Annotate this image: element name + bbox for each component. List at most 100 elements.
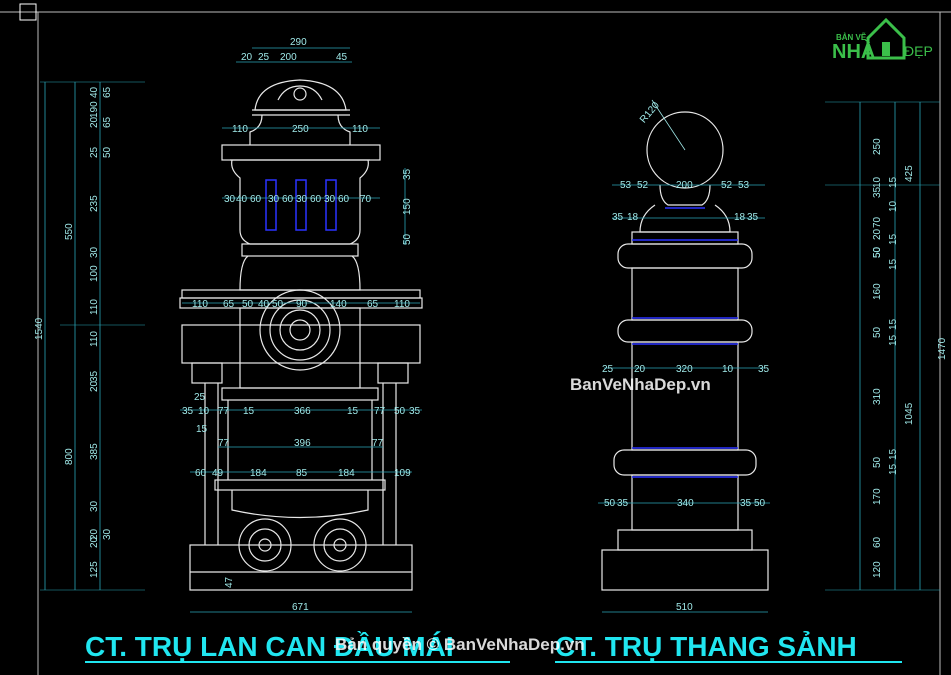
dimension-label: 35 — [182, 406, 194, 417]
dimension-label: 60 — [310, 194, 322, 205]
dimension-label: 1045 — [904, 402, 915, 425]
dimension-label: 1540 — [34, 317, 45, 340]
dimension-label: 110 — [192, 299, 208, 310]
dimension-label: 320 — [676, 364, 693, 375]
dimension-label: 110 — [232, 124, 248, 135]
dimension-label: 20 — [872, 228, 883, 240]
dimension-label: 140 — [330, 299, 347, 310]
dimension-label: 15 — [888, 176, 899, 188]
dimension-label: 25 — [258, 52, 270, 63]
dimension-label: 35 — [740, 498, 752, 509]
dimension-label: 65 — [102, 116, 113, 128]
ucs-cursor-icon[interactable] — [19, 3, 37, 21]
dimension-label: 15 — [888, 258, 899, 270]
center-watermark: BanVeNhaDep.vn — [570, 375, 711, 394]
dimension-label: 50 — [394, 406, 406, 417]
dimension-label: 200 — [676, 180, 693, 191]
dimension-label: 35 — [872, 186, 883, 198]
dimension-label: 35 — [758, 364, 770, 375]
dimension-label: 184 — [338, 468, 355, 479]
dimension-label: 15 — [888, 233, 899, 245]
dimension-label: 20 — [241, 52, 253, 63]
dimension-label: 35 — [747, 212, 759, 223]
dimension-label: 15 — [243, 406, 255, 417]
dimension-label: 60 — [282, 194, 294, 205]
logo-dep-text: ĐẸP — [904, 43, 933, 59]
dimension-label: 671 — [292, 602, 309, 613]
dimension-label: 85 — [296, 468, 308, 479]
dimension-label: 425 — [904, 165, 915, 182]
left-post — [179, 79, 423, 591]
dimension-label: 15 — [888, 334, 899, 346]
dimension-label: 110 — [89, 331, 100, 347]
dimension-label: 49 — [212, 468, 224, 479]
dimension-label: 18 — [734, 212, 746, 223]
dimension-label: 40 — [89, 86, 100, 98]
dimension-label: 170 — [872, 488, 883, 505]
dimension-label: 150 — [402, 198, 413, 215]
dimension-label: 50 — [272, 299, 284, 310]
dimension-label: 160 — [872, 283, 883, 300]
left-title: CT. TRỤ LAN CAN ĐẦU MÁI — [85, 631, 454, 662]
dimension-label: 70 — [360, 194, 372, 205]
dimension-label: 110 — [394, 299, 410, 310]
dimension-label: 510 — [676, 602, 693, 613]
dimension-label: 60 — [250, 194, 262, 205]
dimension-label: 15 — [888, 318, 899, 330]
dimension-label: 35 — [89, 370, 100, 382]
dimension-label: 20 — [89, 116, 100, 128]
dimension-label: 10 — [722, 364, 734, 375]
dimension-label: 77 — [218, 438, 230, 449]
dimension-label: 50 — [872, 456, 883, 468]
dimension-label: 77 — [372, 438, 384, 449]
house-logo-icon — [866, 17, 906, 60]
dimension-lines — [44, 47, 921, 613]
dimension-label: 10 — [872, 176, 883, 188]
dimension-label: 20 — [89, 380, 100, 392]
dimension-label: 52 — [637, 180, 649, 191]
dimension-label: 52 — [721, 180, 733, 191]
right-post — [601, 99, 769, 591]
dimension-label: 25 — [602, 364, 614, 375]
dimension-label: 310 — [872, 388, 883, 405]
dimension-label: 77 — [218, 406, 230, 417]
right-title: CT. TRỤ THANG SẢNH — [555, 630, 857, 662]
dimension-label: 50 — [872, 246, 883, 258]
dimension-label: 550 — [64, 223, 75, 240]
dimension-label: 184 — [250, 468, 267, 479]
dimension-label: 20 — [89, 536, 100, 548]
dimension-label: 250 — [872, 138, 883, 155]
dimension-label: 65 — [102, 86, 113, 98]
dimension-label: 200 — [280, 52, 297, 63]
dimension-label: 50 — [872, 246, 883, 258]
dimension-label: 60 — [338, 194, 350, 205]
dimension-label: 35 — [612, 212, 624, 223]
dimension-label: 800 — [64, 448, 75, 465]
dimension-label: 40 — [258, 299, 270, 310]
dimension-label: 30 — [296, 194, 308, 205]
dimension-label: 366 — [294, 406, 311, 417]
dimension-label: 20 — [634, 364, 646, 375]
dimension-label: 50 — [402, 233, 413, 245]
dimension-label: 70 — [872, 216, 883, 228]
dimension-label: 190 — [89, 101, 100, 118]
right-post-blue-bands — [632, 207, 738, 478]
dimension-label: 60 — [195, 468, 207, 479]
dimension-label: 40 — [236, 194, 248, 205]
dimension-label: 25 — [89, 146, 100, 158]
dimension-label: 50 — [604, 498, 616, 509]
dimension-label: 65 — [367, 299, 379, 310]
dimension-label: 50 — [754, 498, 766, 509]
dimension-label: 15 — [888, 463, 899, 475]
logo-nhi-text: NHÀ — [832, 40, 875, 63]
extension-lines — [40, 81, 940, 591]
dimension-label: 15 — [347, 406, 359, 417]
dimension-label: 30 — [89, 500, 100, 512]
dimension-label: 50 — [102, 146, 113, 158]
dimension-label: 77 — [374, 406, 386, 417]
radius-label: R120 — [638, 100, 662, 126]
site-logo[interactable]: BẢN VẼ NHÀ ĐẸP — [832, 17, 933, 63]
left-post-blue-slots — [265, 179, 337, 231]
